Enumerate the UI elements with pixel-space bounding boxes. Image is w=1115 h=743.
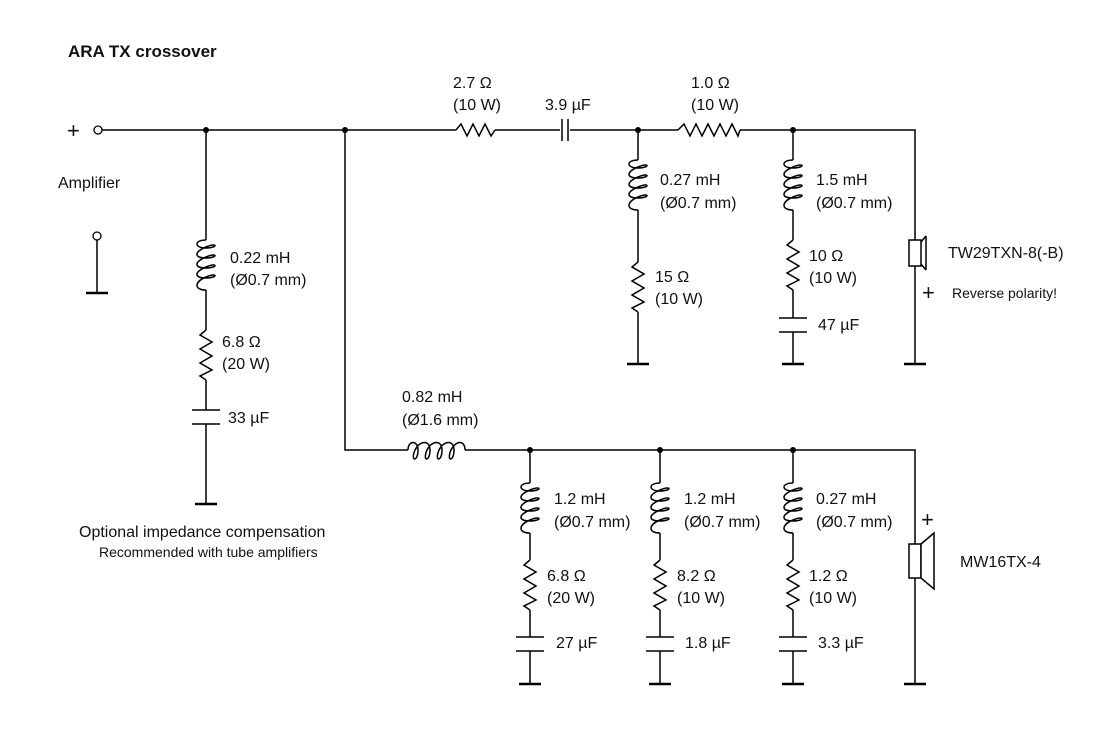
wf-s3-inductor-wire: (Ø0.7 mm) bbox=[816, 514, 892, 531]
tw-r1-power: (10 W) bbox=[453, 97, 501, 114]
tw-r2-power: (10 W) bbox=[691, 97, 739, 114]
comp-inductor-wire: (Ø0.7 mm) bbox=[230, 272, 306, 289]
comp-resistor-power: (20 W) bbox=[222, 356, 270, 373]
vertical-resistors bbox=[198, 239, 801, 611]
comp-resistor-value: 6.8 Ω bbox=[222, 334, 261, 351]
tw-r1-value: 2.7 Ω bbox=[453, 75, 492, 92]
ground-symbols bbox=[86, 291, 926, 686]
wf-s2-capacitor-value: 1.8 µF bbox=[685, 635, 731, 652]
wf-s3-resistor-power: (10 W) bbox=[809, 590, 857, 607]
resistor-r2-symbol bbox=[677, 122, 741, 138]
wf-s1-resistor-value: 6.8 Ω bbox=[547, 568, 586, 585]
amp-positive-terminal bbox=[93, 125, 103, 135]
wf-s1-inductor-wire: (Ø0.7 mm) bbox=[554, 514, 630, 531]
vertical-inductors bbox=[196, 159, 803, 534]
tw-r2-value: 1.0 Ω bbox=[691, 75, 730, 92]
tw-r4-power: (10 W) bbox=[809, 270, 857, 287]
tw-r4-value: 10 Ω bbox=[809, 248, 843, 265]
tw-r3-power: (10 W) bbox=[655, 291, 703, 308]
tw-c2-value: 47 µF bbox=[818, 317, 859, 334]
vertical-capacitors bbox=[192, 317, 807, 652]
wf-s2-resistor-power: (10 W) bbox=[677, 590, 725, 607]
woofer-plus-sign: + bbox=[921, 507, 934, 532]
tw-c1-value: 3.9 µF bbox=[545, 97, 591, 114]
wf-s2-inductor-wire: (Ø0.7 mm) bbox=[684, 514, 760, 531]
wf-s1-inductor-value: 1.2 mH bbox=[554, 491, 606, 508]
comp-note: Recommended with tube amplifiers bbox=[99, 544, 318, 560]
tweeter-name: TW29TXN-8(-B) bbox=[948, 245, 1064, 262]
wf-s2-inductor-value: 1.2 mH bbox=[684, 491, 736, 508]
tw-l2-value: 1.5 mH bbox=[816, 172, 868, 189]
amp-negative-terminal bbox=[92, 231, 102, 241]
wf-s3-resistor-value: 1.2 Ω bbox=[809, 568, 848, 585]
wf-s3-capacitor-value: 3.3 µF bbox=[818, 635, 864, 652]
wf-s1-resistor-power: (20 W) bbox=[547, 590, 595, 607]
tw-l1-value: 0.27 mH bbox=[660, 172, 720, 189]
tw-r3-value: 15 Ω bbox=[655, 269, 689, 286]
tw-l1-wire: (Ø0.7 mm) bbox=[660, 195, 736, 212]
wires bbox=[96, 129, 916, 683]
amplifier-label: Amplifier bbox=[58, 175, 121, 192]
tweeter-polarity-note: Reverse polarity! bbox=[952, 285, 1057, 301]
inductor-woofer-series-symbol bbox=[407, 441, 466, 460]
wf-l1-value: 0.82 mH bbox=[402, 389, 462, 406]
wf-s3-inductor-value: 0.27 mH bbox=[816, 491, 876, 508]
resistor-r1-symbol bbox=[455, 122, 496, 138]
comp-inductor-value: 0.22 mH bbox=[230, 250, 290, 267]
woofer-name: MW16TX-4 bbox=[960, 554, 1041, 571]
tw-l2-wire: (Ø0.7 mm) bbox=[816, 195, 892, 212]
capacitor-c1-symbol bbox=[561, 119, 569, 141]
junctions bbox=[203, 127, 796, 453]
diagram-title: ARA TX crossover bbox=[68, 42, 217, 61]
comp-capacitor-value: 33 µF bbox=[228, 410, 269, 427]
wf-l1-wire: (Ø1.6 mm) bbox=[402, 412, 478, 429]
woofer-speaker-icon bbox=[908, 531, 935, 591]
comp-caption: Optional impedance compensation bbox=[79, 524, 325, 541]
wf-s2-resistor-value: 8.2 Ω bbox=[677, 568, 716, 585]
tweeter-plus-sign: + bbox=[922, 280, 935, 305]
wf-s1-capacitor-value: 27 µF bbox=[556, 635, 597, 652]
amp-plus-sign: + bbox=[67, 118, 80, 143]
tweeter-speaker-icon bbox=[908, 235, 927, 271]
